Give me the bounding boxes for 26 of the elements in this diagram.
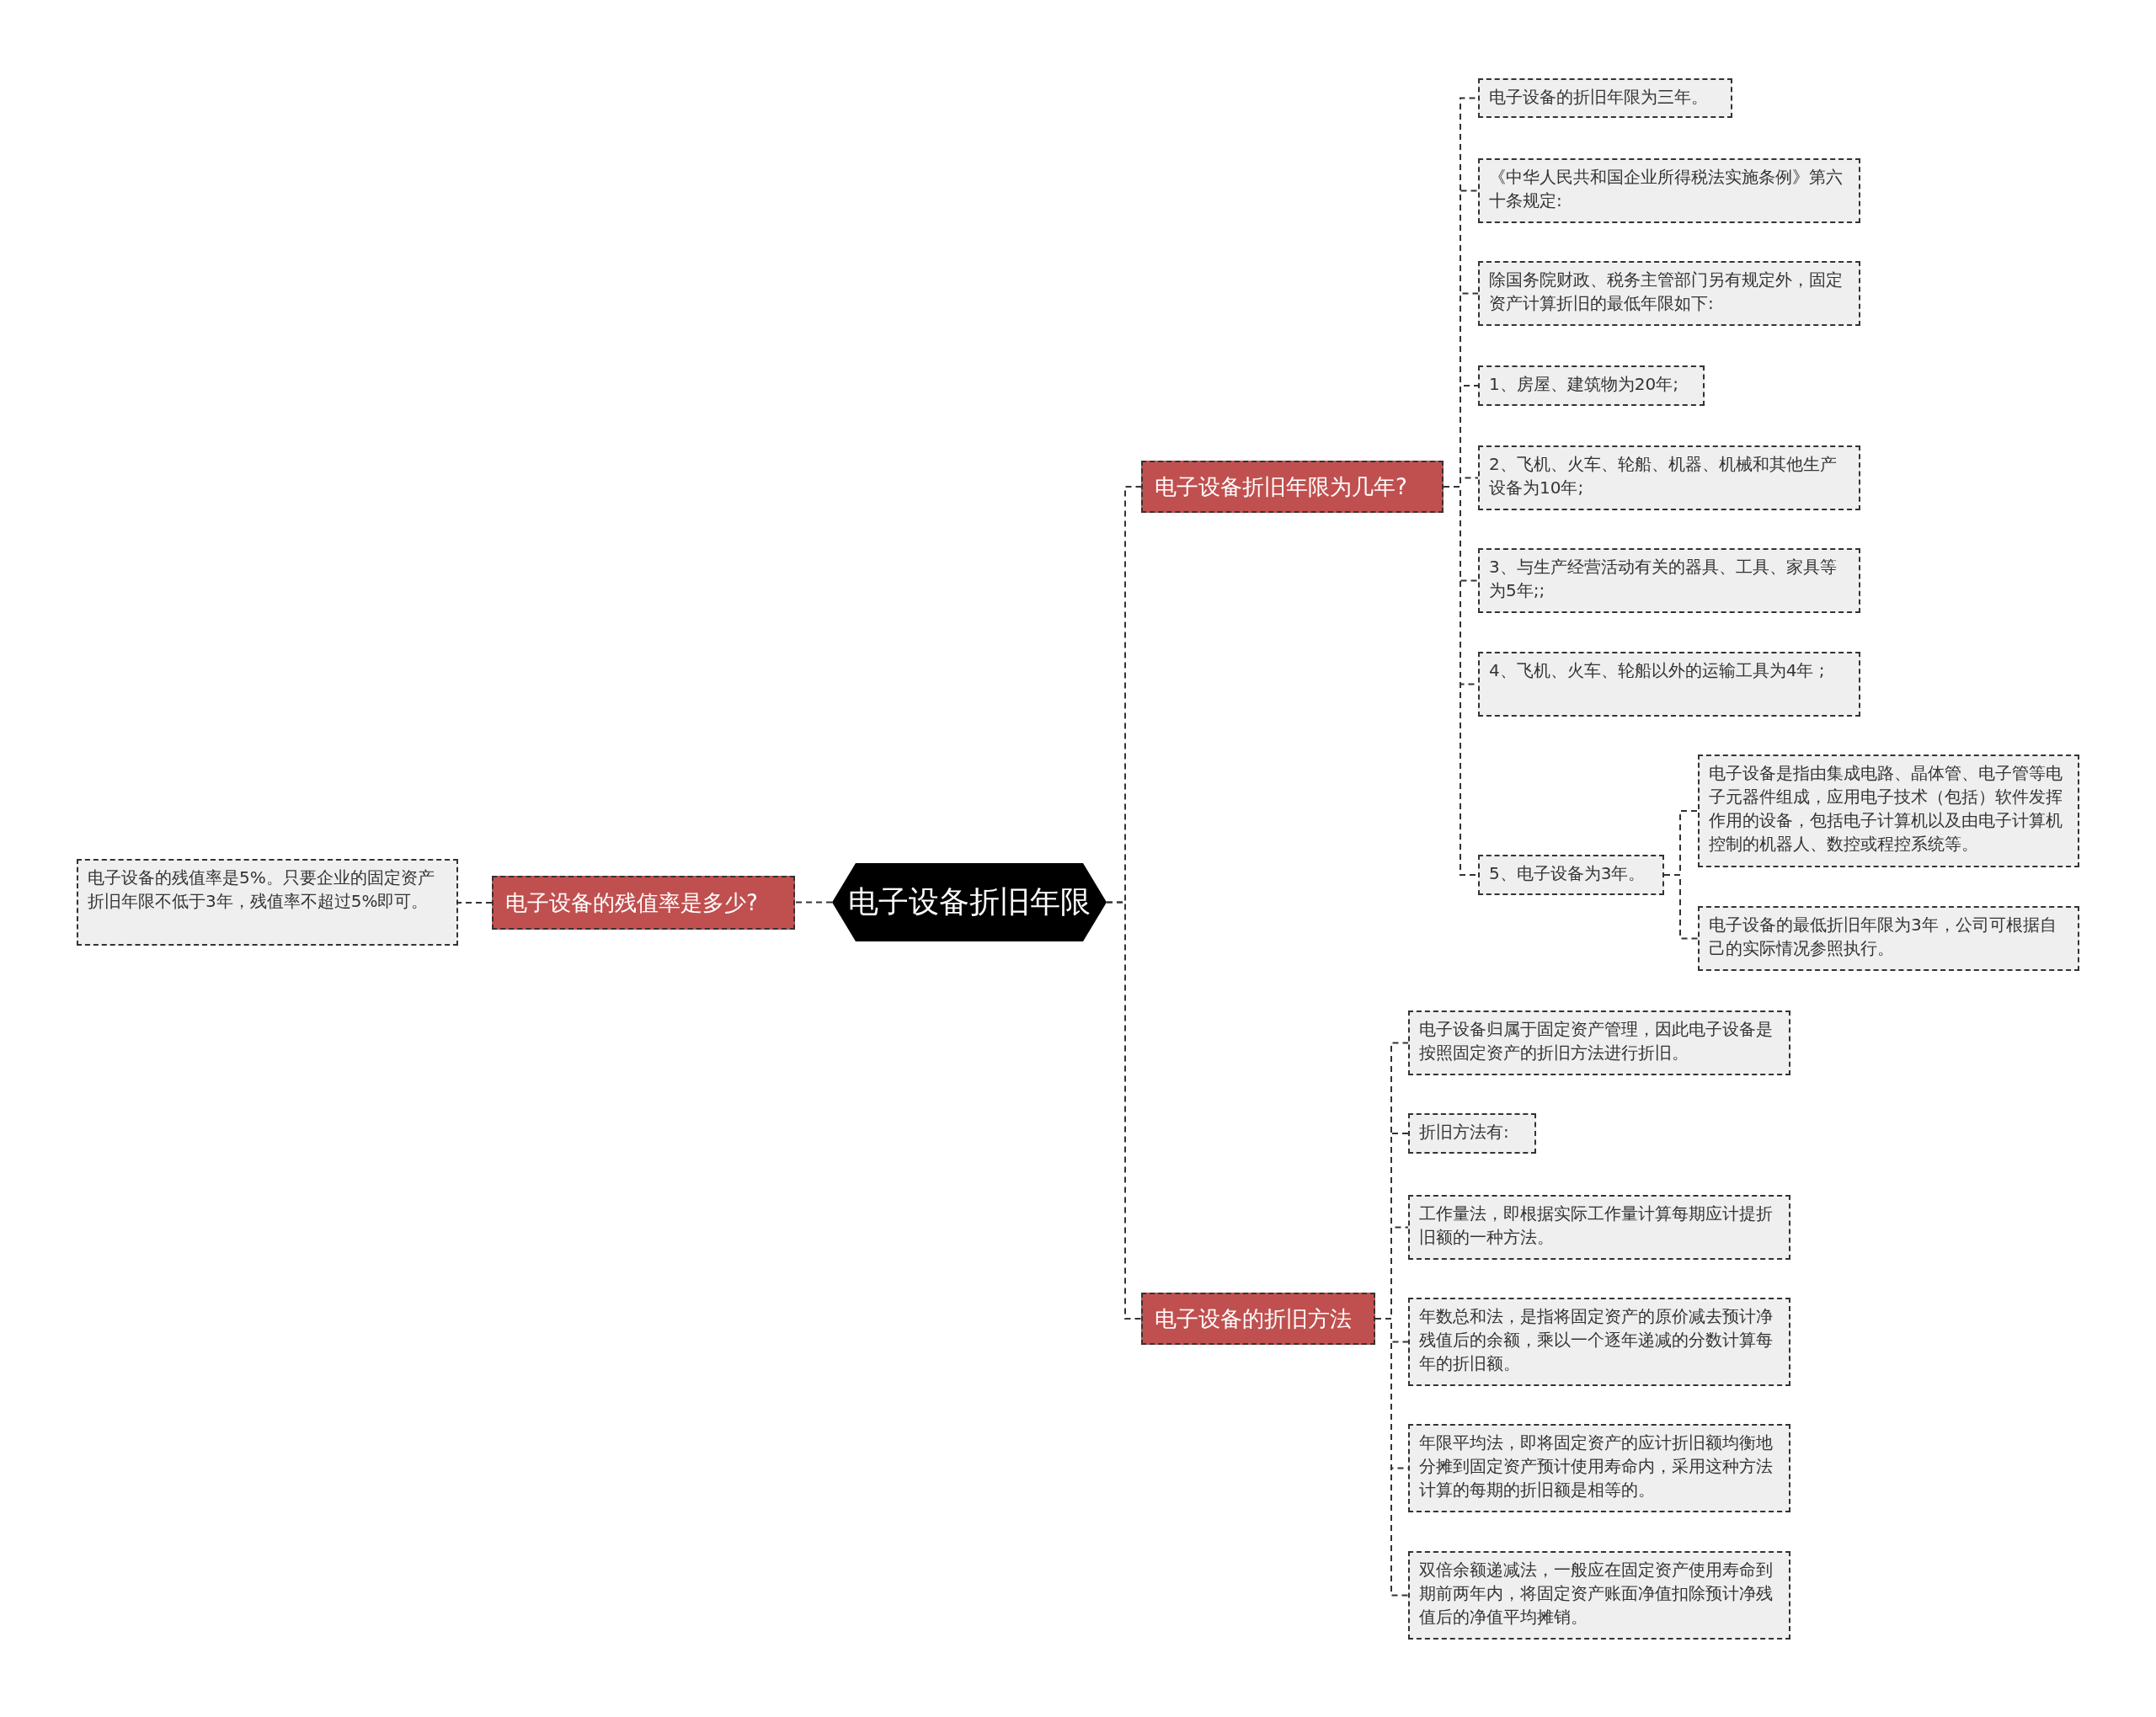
connector-line	[1106, 901, 1142, 1320]
topic-box: 电子设备折旧年限为几年?	[1141, 461, 1444, 513]
text-box: 双倍余额递减法，一般应在固定资产使用寿命到期前两年内，将固定资产账面净值扣除预计净残值后的净值平均摊销。	[1408, 1551, 1790, 1640]
text-box: 工作量法，即根据实际工作量计算每期应计提折旧额的一种方法。	[1408, 1195, 1790, 1260]
text-box: 除国务院财政、税务主管部门另有规定外，固定资产计算折旧的最低年限如下:	[1478, 261, 1860, 326]
topic-box: 电子设备的残值率是多少?	[492, 876, 795, 930]
text-box: 5、电子设备为3年。	[1478, 855, 1664, 895]
text-box: 年限平均法，即将固定资产的应计折旧额均衡地分摊到固定资产预计使用寿命内，采用这种方法计算的每期的折旧额是相等的。	[1408, 1424, 1790, 1512]
text-box: 2、飞机、火车、轮船、机器、机械和其他生产设备为10年;	[1478, 445, 1860, 510]
text-box: 电子设备的最低折旧年限为3年，公司可根据自己的实际情况参照执行。	[1698, 906, 2079, 971]
hexagon-node: 电子设备折旧年限	[832, 863, 1107, 941]
connector-line	[457, 902, 493, 904]
text-box: 4、飞机、火车、轮船以外的运输工具为4年 ;	[1478, 652, 1860, 717]
text-box: 3、与生产经营活动有关的器具、工具、家具等为5年;;	[1478, 548, 1860, 613]
connector-line	[1663, 874, 1699, 940]
text-box: 《中华人民共和国企业所得税法实施条例》第六十条规定:	[1478, 158, 1860, 223]
text-box: 年数总和法，是指将固定资产的原价减去预计净残值后的余额，乘以一个逐年递减的分数计算每年的折旧额。	[1408, 1298, 1790, 1386]
connector-line	[794, 901, 833, 904]
text-box: 电子设备归属于固定资产管理，因此电子设备是按照固定资产的折旧方法进行折旧。	[1408, 1010, 1790, 1075]
text-box: 电子设备是指由集成电路、晶体管、电子管等电子元器件组成，应用电子技术（包括）软件发挥作用的设备，包括电子计算机以及由电子计算机控制的机器人、数控或程控系统等。	[1698, 755, 2079, 867]
text-box: 折旧方法有:	[1408, 1113, 1536, 1154]
text-box: 电子设备的残值率是5%。只要企业的固定资产折旧年限不低于3年，残值率不超过5%即可。	[77, 859, 458, 946]
connector-line	[1374, 1318, 1409, 1597]
text-box: 电子设备的折旧年限为三年。	[1478, 78, 1732, 118]
topic-box: 电子设备的折旧方法	[1141, 1293, 1375, 1345]
text-box: 1、房屋、建筑物为20年;	[1478, 365, 1705, 406]
